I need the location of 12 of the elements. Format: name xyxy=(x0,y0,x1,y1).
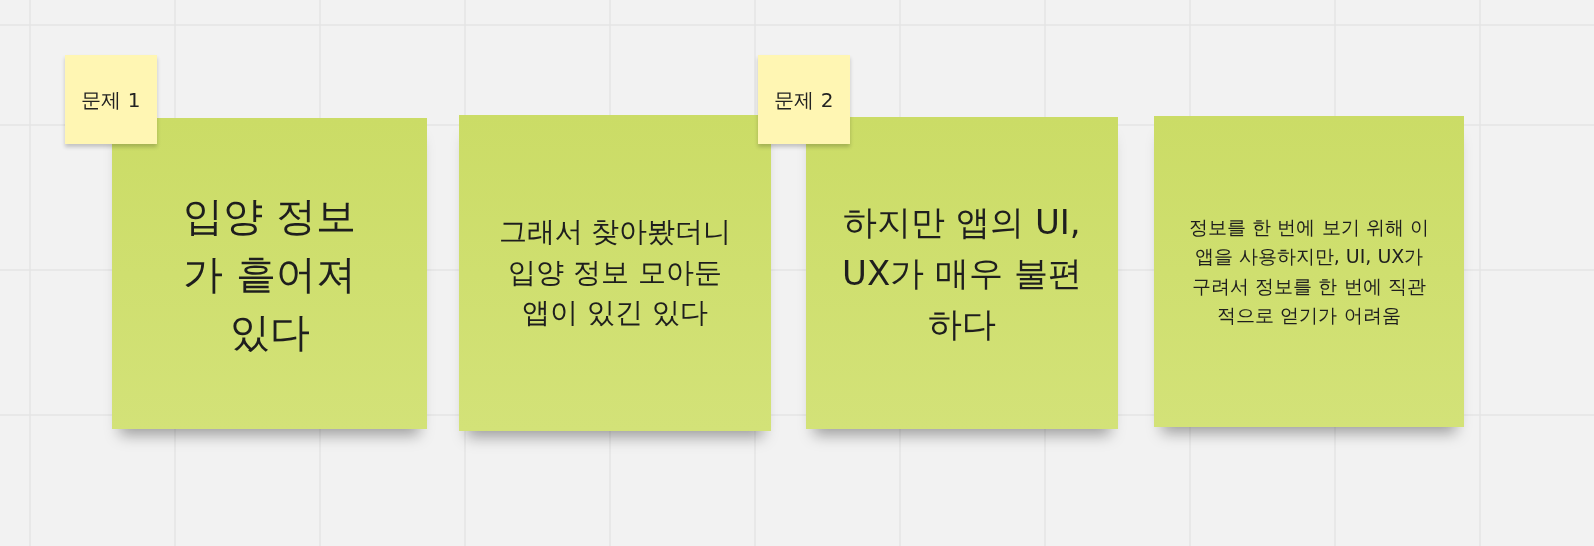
sticky-tag xyxy=(65,55,157,144)
note-text: 하지만 앱의 UI, UX가 매우 불편하다 xyxy=(842,200,1082,346)
sticky-tag xyxy=(758,55,850,144)
sticky-note xyxy=(459,115,771,431)
note-text: 문제 2 xyxy=(774,86,834,113)
note-text: 입양 정보가 흩어져있다 xyxy=(182,191,357,357)
sticky-note xyxy=(806,117,1118,429)
sticky-note xyxy=(1154,116,1464,427)
sticky-note xyxy=(112,118,427,429)
note-text: 정보를 한 번에 보기 위해 이 앱을 사용하지만, UI, UX가 구려서 정보를 한 번에 직관적으로 얻기가 어려움 xyxy=(1189,214,1429,328)
note-text: 그래서 찾아봤더니 입양 정보 모아둔 앱이 있긴 있다 xyxy=(497,214,733,332)
note-text: 문제 1 xyxy=(81,86,141,113)
